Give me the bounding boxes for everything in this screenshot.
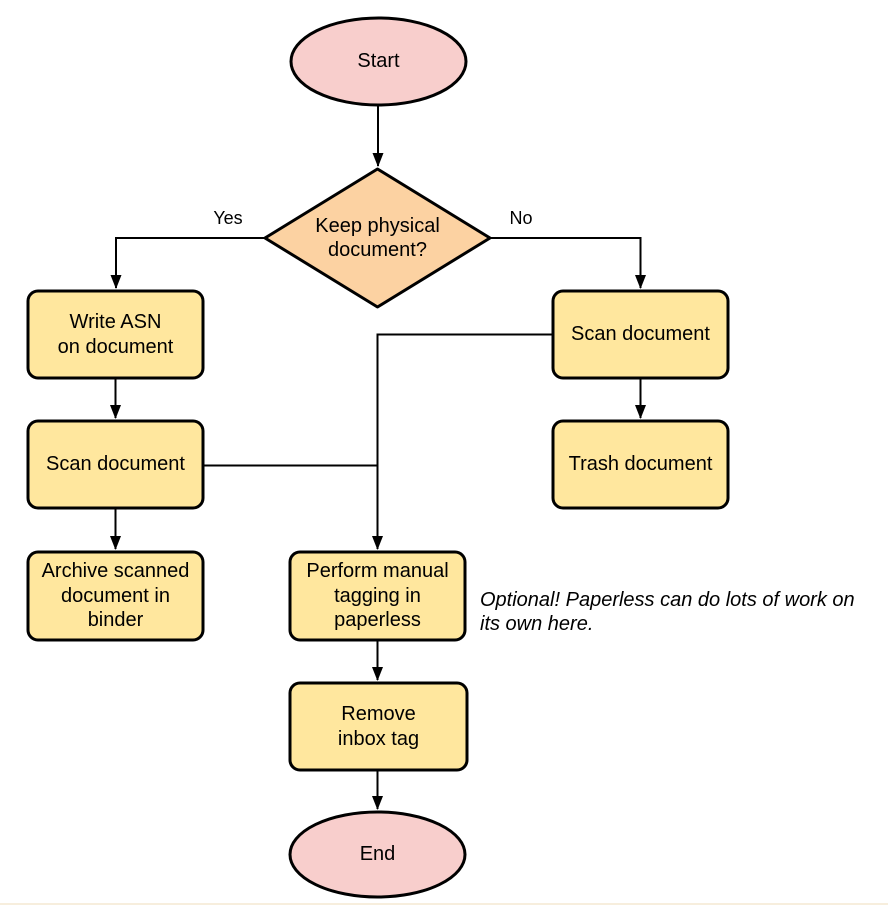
scan-right-node-shape <box>551 289 730 380</box>
remove-inbox-node-shape <box>288 681 469 772</box>
start-node-shape <box>289 16 468 107</box>
end-node-shape <box>288 810 467 899</box>
decision-node-shape <box>263 167 492 309</box>
archive-node-shape <box>26 550 205 642</box>
edge-scan-right-to-tagging <box>372 333 553 550</box>
scan-left-node-shape <box>26 419 205 510</box>
trash-node-shape <box>551 419 730 510</box>
bottom-edge-line <box>0 903 888 905</box>
tagging-node-shape <box>288 550 467 642</box>
edge-decision-yes-to-write-asn <box>110 237 265 289</box>
write-asn-node-shape <box>26 289 205 380</box>
edge-decision-no-to-scan-right <box>490 237 646 289</box>
